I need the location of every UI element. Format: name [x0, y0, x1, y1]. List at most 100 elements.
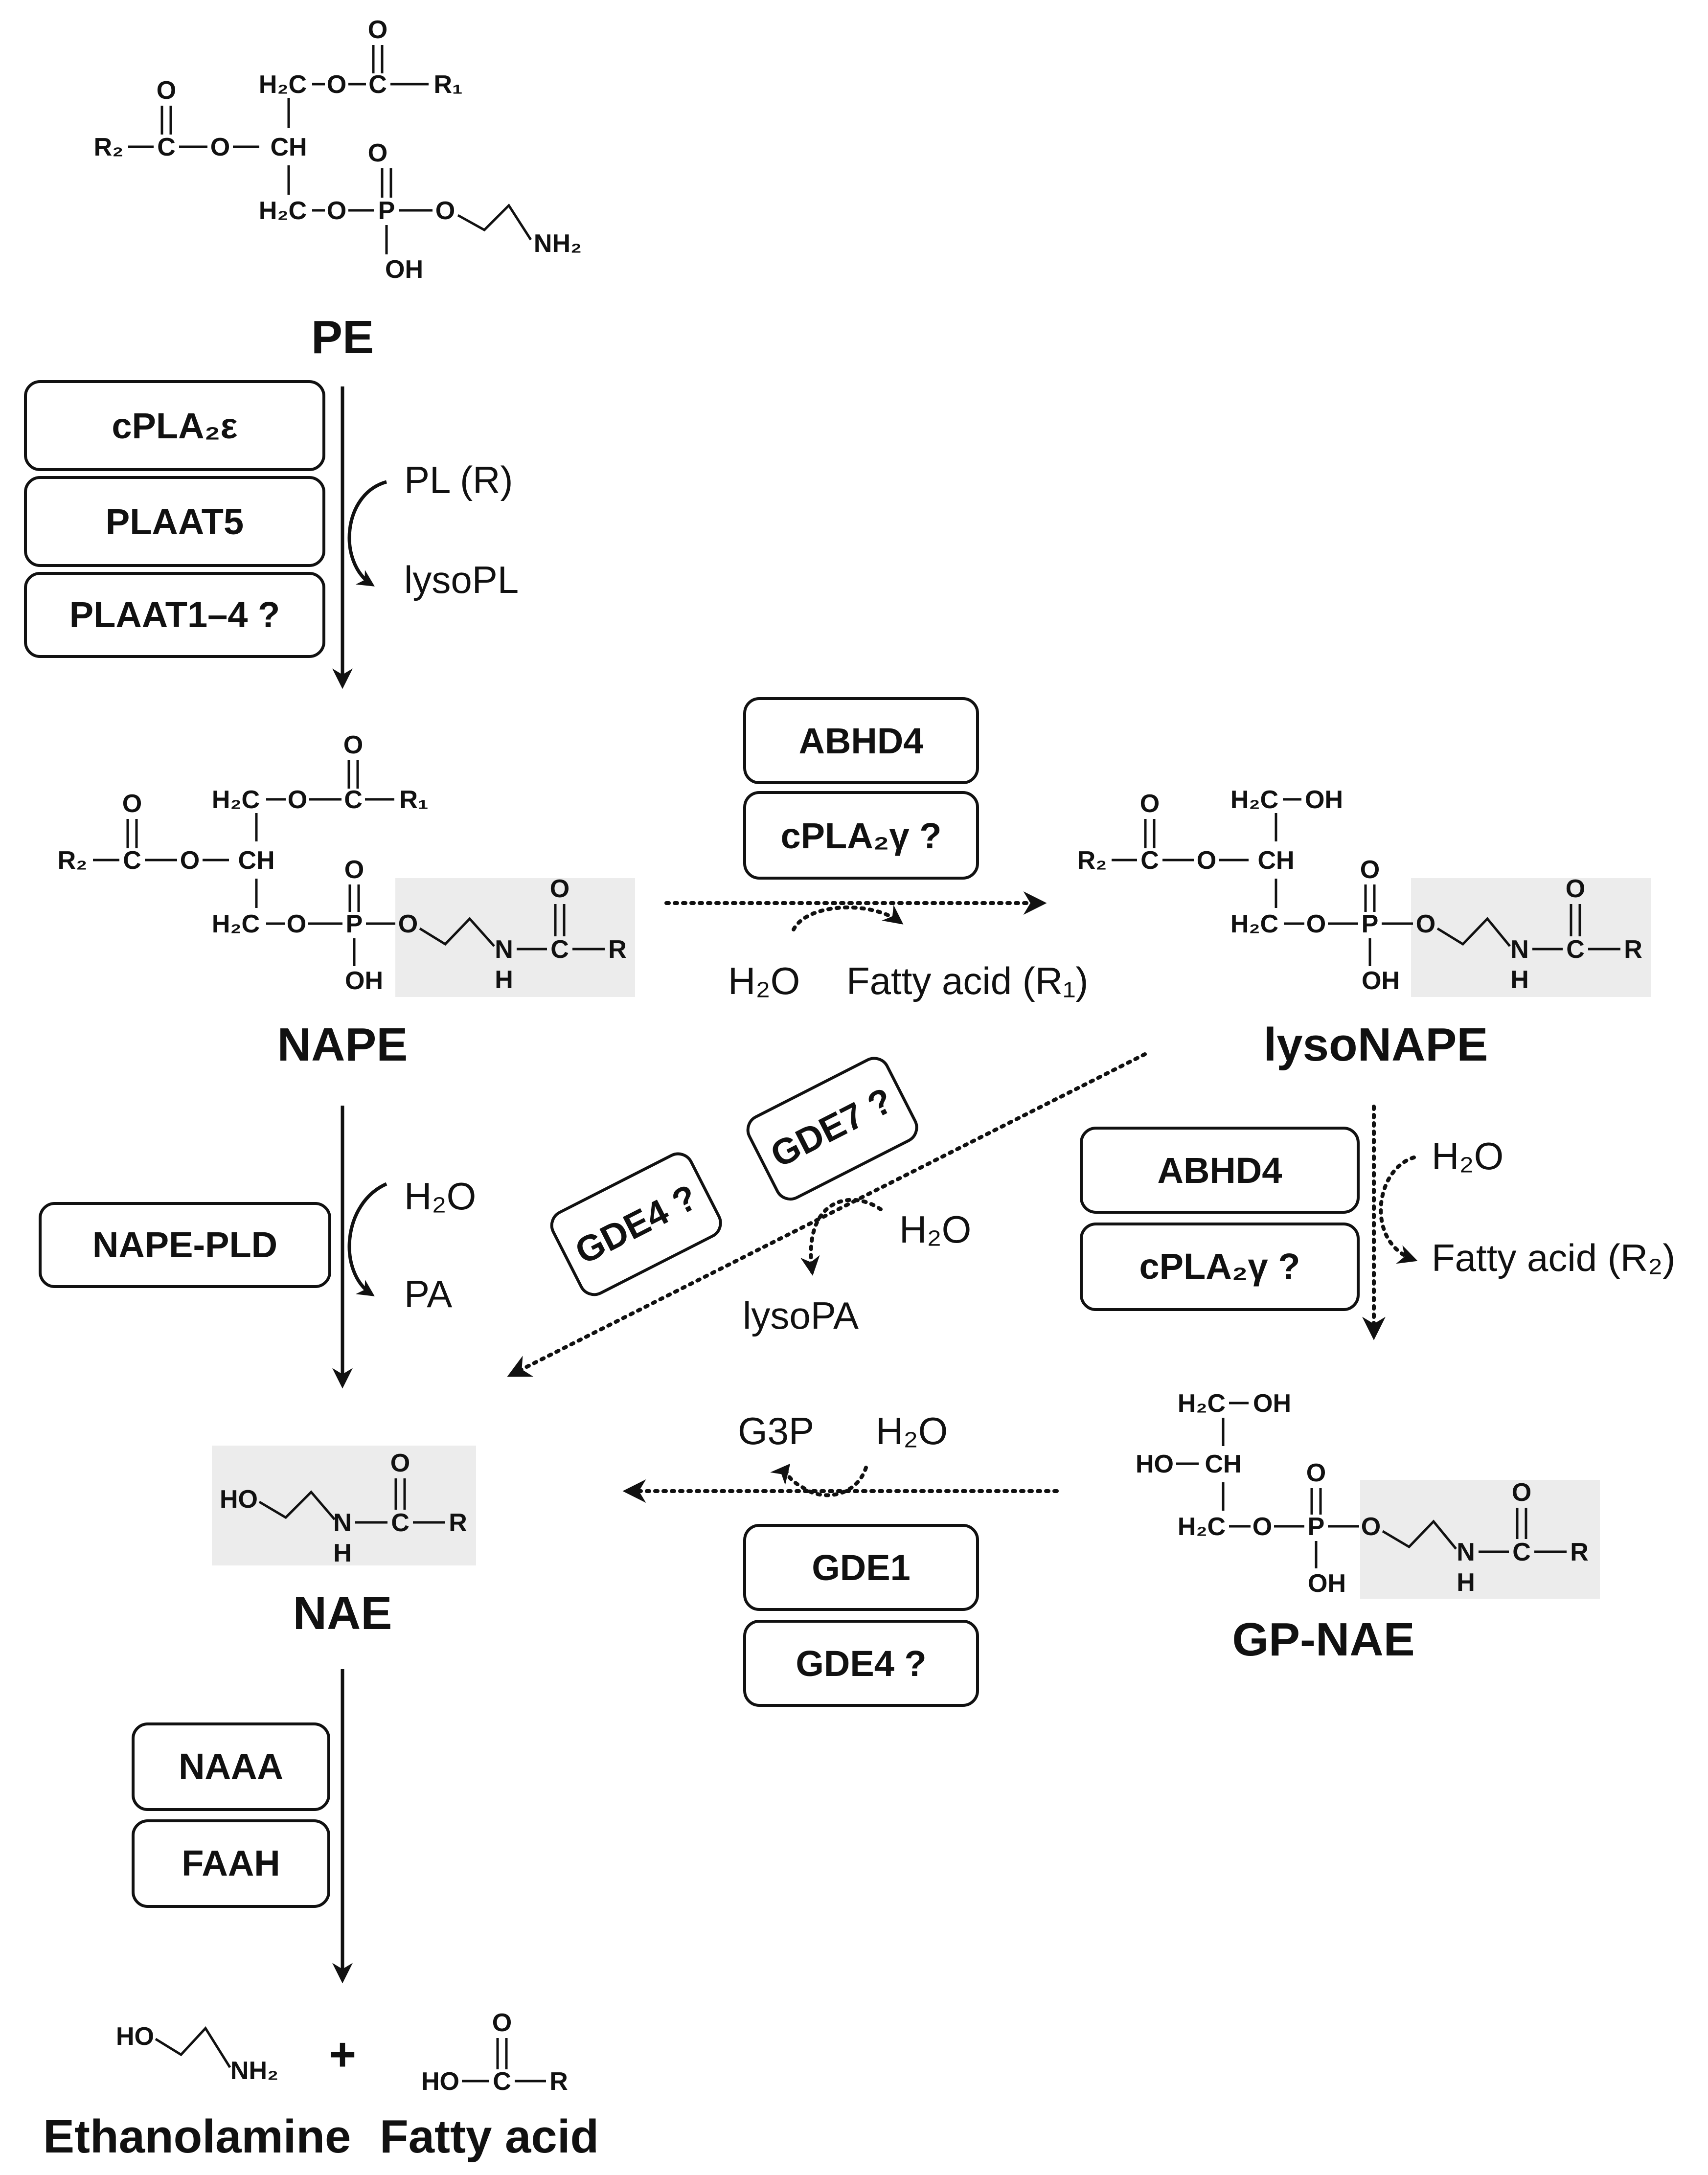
atom-o: O [1253, 1513, 1272, 1541]
fatty-acid-label: Fatty acid [380, 2110, 599, 2163]
atom-c: C [391, 1509, 410, 1537]
naaa-box: NAAA [132, 1722, 330, 1811]
atom-c: C [1566, 935, 1585, 964]
lysonape-label: lysoNAPE [1264, 1019, 1488, 1071]
gde1-label: GDE1 [812, 1547, 911, 1588]
plaat5-box: PLAAT5 [24, 476, 325, 567]
h2o-napepld-label: H₂O [404, 1175, 476, 1218]
nae-label: NAE [293, 1587, 392, 1639]
atom-r: R [608, 935, 627, 964]
atom-ho: HO [1136, 1450, 1174, 1478]
h2o-top-label: H₂O [728, 959, 800, 1002]
atom-p: P [1362, 910, 1379, 938]
abhd4-top-box: ABHD4 [743, 697, 979, 784]
napepld-box: NAPE-PLD [39, 1202, 331, 1288]
lysopa-label: lysoPA [743, 1294, 859, 1337]
atom-o: O [1566, 875, 1585, 903]
lysonape-structure: O H₂C OH R₂ C O CH O O H₂C O P O N C R O… [1077, 786, 1651, 997]
atom-p: P [378, 197, 395, 225]
ethanolamine-structure: HO NH₂ [116, 2022, 278, 2085]
nape-structure: O H₂C O C R₁ O R₂ C O CH O O H₂C O P O N… [58, 731, 635, 997]
lysopl-label: lysoPL [404, 558, 519, 601]
h2o-right-label: H₂O [1432, 1134, 1503, 1178]
atom-ch: CH [1205, 1450, 1241, 1478]
atom-r: R [449, 1509, 467, 1537]
cpla2e-label: cPLA₂ε [112, 406, 237, 446]
atom-nh2: NH₂ [230, 2057, 278, 2085]
gpnae-label: GP-NAE [1232, 1613, 1414, 1666]
atom-h2c: H₂C [259, 70, 307, 99]
right-h2o-curve [1379, 1155, 1418, 1264]
atom-h2c: H₂C [212, 786, 260, 814]
atom-c: C [493, 2067, 511, 2096]
atom-oh: OH [1362, 967, 1400, 995]
atom-ho: HO [421, 2067, 459, 2096]
atom-o: O [343, 731, 363, 759]
plaat5-label: PLAAT5 [106, 501, 244, 542]
pe-structure: O H₂C O C R₁ O R₂ C O CH O H₂C O P O NH₂… [94, 16, 582, 284]
atom-ho: HO [116, 2022, 154, 2051]
napepld-h2o-curve [347, 1182, 387, 1296]
atom-nh2: NH₂ [534, 229, 582, 258]
atom-o: O [1360, 856, 1380, 884]
atom-o: O [390, 1449, 410, 1477]
atom-c: C [344, 786, 363, 814]
atom-c: C [1512, 1538, 1531, 1566]
atom-h: H [495, 966, 513, 994]
cpla2e-box: cPLA₂ε [24, 380, 325, 471]
atom-c: C [1140, 846, 1159, 875]
gde1-curve [770, 1463, 868, 1497]
atom-r2: R₂ [94, 133, 124, 161]
atom-ch: CH [1257, 846, 1294, 875]
atom-n: N [333, 1509, 352, 1537]
plaat14-label: PLAAT1–4 ? [69, 594, 280, 635]
fatty-acid-r1-label: Fatty acid (R₁) [846, 959, 1088, 1002]
atom-oh: OH [345, 967, 383, 995]
atom-p: P [346, 910, 363, 938]
atom-n: N [1457, 1538, 1475, 1566]
g3p-label: G3P [738, 1409, 814, 1452]
cpla2g-top-label: cPLA₂γ ? [781, 816, 942, 856]
fatty-acid-structure: O HO C R [421, 2009, 568, 2096]
atom-r1: R₁ [433, 70, 462, 99]
atom-n: N [1510, 935, 1529, 964]
atom-oh: OH [1253, 1389, 1291, 1418]
atom-r2: R₂ [58, 846, 88, 875]
atom-h2c: H₂C [259, 197, 307, 225]
pl-transfer-curve [347, 480, 387, 587]
atom-o: O [288, 786, 307, 814]
faah-box: FAAH [132, 1819, 330, 1908]
atom-o: O [368, 139, 387, 167]
atom-o: O [1512, 1478, 1531, 1507]
pe-label: PE [311, 311, 374, 363]
atom-o: O [327, 197, 346, 225]
atom-h2c: H₂C [1178, 1513, 1226, 1541]
plaat14-box: PLAAT1–4 ? [24, 572, 325, 658]
atom-c: C [157, 133, 176, 161]
atom-ch: CH [270, 133, 307, 161]
atom-c: C [550, 935, 569, 964]
atom-o: O [435, 197, 455, 225]
atom-h: H [1457, 1568, 1475, 1597]
atom-o: O [1197, 846, 1216, 875]
atom-oh: OH [1308, 1569, 1346, 1598]
atom-o: O [180, 846, 200, 875]
atom-o: O [122, 790, 142, 818]
atom-r: R [1570, 1538, 1589, 1566]
ethanolamine-label: Ethanolamine [43, 2110, 351, 2163]
h2o-gde1-label: H₂O [876, 1409, 948, 1452]
pa-label: PA [404, 1272, 452, 1315]
atom-n: N [495, 935, 513, 964]
gde4-diag-box: GDE4 ? [550, 1152, 722, 1296]
h2o-in-curve-top [792, 905, 904, 931]
atom-o: O [287, 910, 306, 938]
gde4-bottom-label: GDE4 ? [796, 1643, 926, 1684]
atom-o: O [1140, 790, 1160, 818]
atom-o: O [327, 70, 346, 99]
cpla2g-right-box: cPLA₂γ ? [1080, 1223, 1360, 1311]
abhd4-right-label: ABHD4 [1158, 1150, 1282, 1191]
faah-label: FAAH [182, 1843, 280, 1883]
atom-oh: OH [385, 255, 423, 284]
atom-o: O [1361, 1513, 1381, 1541]
